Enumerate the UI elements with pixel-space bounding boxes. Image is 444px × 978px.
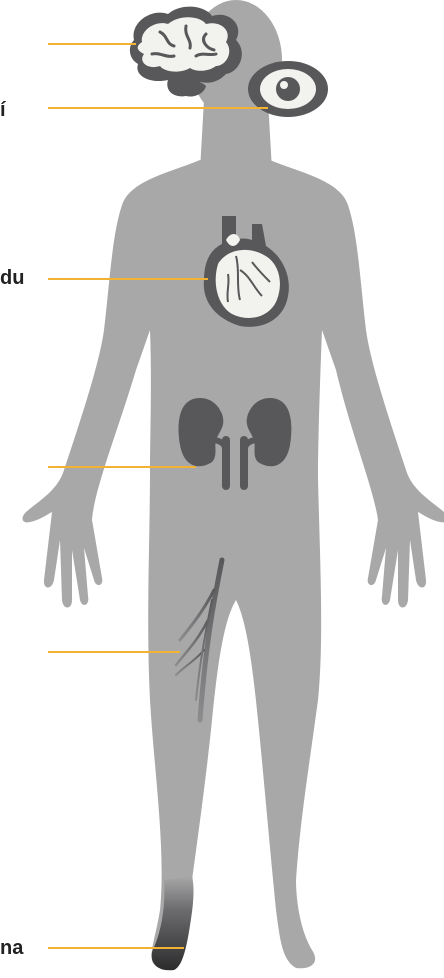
- body-silhouette: [23, 0, 444, 968]
- label-foot: na: [0, 938, 23, 958]
- label-heart: du: [0, 268, 24, 288]
- label-eye: í: [0, 100, 6, 120]
